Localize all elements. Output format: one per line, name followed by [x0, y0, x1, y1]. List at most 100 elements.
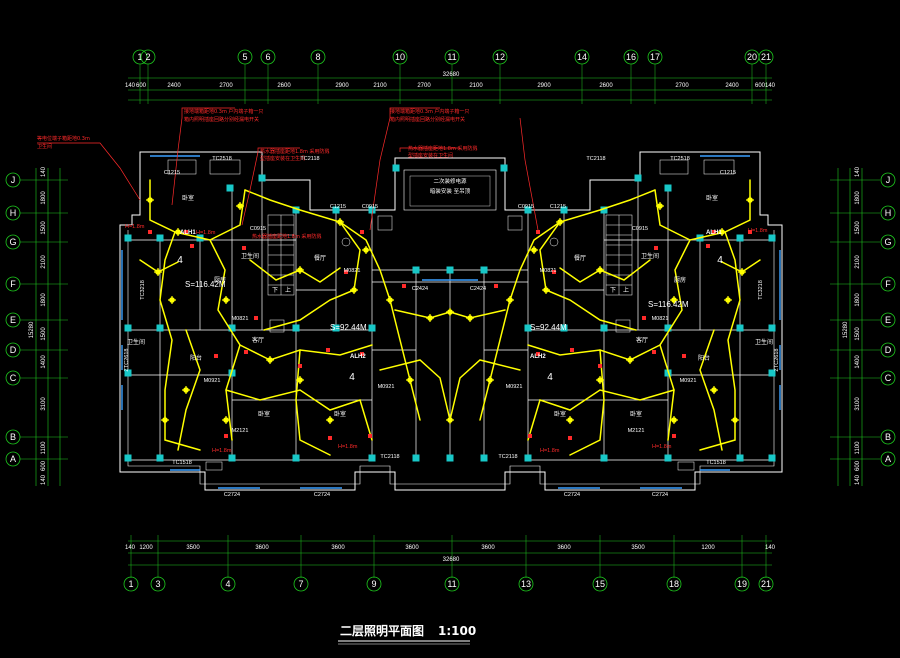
column-31 [664, 184, 672, 192]
bottom-axis-label-10: 21 [761, 579, 771, 589]
lamp-21 [724, 296, 732, 304]
code-m0921-l: M0921 [378, 384, 395, 390]
panel-right-alh1: ALH1 [706, 230, 722, 236]
drawing-title-text: 二层照明平面图 [340, 623, 424, 638]
top-axis-circle-5 [392, 49, 408, 65]
area-right-inner: S=92.44M [530, 323, 567, 332]
switch-30 [402, 284, 406, 288]
switch-29 [748, 230, 752, 234]
room-labels-right: 卧室 厨房 卫生间 餐厅 客厅 卧室 卧室 卫生间 阳台 [554, 194, 773, 418]
column-0 [124, 234, 132, 242]
right-axis-circle-2 [880, 234, 896, 250]
switch-6 [326, 348, 330, 352]
code-c2724-1: C2724 [224, 492, 240, 498]
column-26 [480, 454, 488, 462]
left-axis-label-1: H [10, 208, 17, 218]
right-dim-2: 1500 [855, 221, 861, 235]
drawing-title: 二层照明平面图 1:100 [338, 623, 476, 645]
bottom-axis-circle-3 [293, 576, 309, 592]
column-37 [600, 324, 608, 332]
note-top-center-a: 热水器插座距地1.8m 采用防溅 [408, 145, 477, 152]
left-dim-5: 1500 [41, 327, 47, 341]
lamp-39 [466, 314, 474, 322]
right-axis-label-1: H [885, 208, 892, 218]
top-dim-13: 600 [755, 83, 766, 89]
left-axis-label-0: J [11, 175, 16, 185]
stair-left-down: 下 [272, 287, 278, 294]
code-tc2118-l: TC2118 [300, 156, 319, 162]
code-tc2518-r: TC2518 [670, 156, 690, 162]
left-dim-4: 1800 [41, 293, 47, 307]
switch-19 [682, 354, 686, 358]
switch-24 [536, 230, 540, 234]
top-axis-label-1: 2 [145, 52, 150, 62]
bottom-dim-9: 1200 [701, 545, 715, 551]
switch-3 [244, 350, 248, 354]
left-axis-circle-0 [5, 172, 21, 188]
top-total: 32680 [443, 72, 460, 78]
right-axis-label-8: A [885, 454, 891, 464]
column-3 [226, 184, 234, 192]
right-dim-6: 1400 [855, 355, 861, 369]
bottom-axis-label-0: 1 [128, 579, 133, 589]
switch-5 [298, 364, 302, 368]
top-axis-label-10: 17 [650, 52, 660, 62]
lamp-2 [236, 202, 244, 210]
bottom-axis-circle-9 [734, 576, 750, 592]
switch-2 [254, 316, 258, 320]
bottom-axis-circle-7 [592, 576, 608, 592]
top-axis-circle-7 [492, 49, 508, 65]
code-m0821-r2: M0821 [540, 268, 557, 274]
lamp-20 [656, 202, 664, 210]
bottom-axis-label-4: 9 [371, 579, 376, 589]
column-36 [560, 324, 568, 332]
column-48 [392, 164, 400, 172]
switch-23 [552, 270, 556, 274]
lamp-37 [446, 416, 454, 424]
room-left-0: 卧室 [182, 194, 194, 202]
note-far-left-b: 卫生间 [37, 143, 52, 150]
area-labels: S=116.42M S=92.44M S=92.44M S=116.42M 4 … [177, 255, 723, 383]
bottom-total: 32680 [443, 557, 460, 563]
distribution-panels: ALH1 ALH2 ALH2 ALH1 [180, 230, 722, 360]
bottom-axis-label-8: 18 [669, 579, 679, 589]
column-14 [412, 266, 420, 274]
right-axis-label-4: E [885, 315, 891, 325]
left-axis-circle-5 [5, 342, 21, 358]
left-dim-3: 2100 [41, 255, 47, 269]
left-axis-label-7: B [10, 432, 16, 442]
switch-13 [190, 244, 194, 248]
code-m0821-l2: M0821 [344, 268, 361, 274]
column-4 [258, 174, 266, 182]
top-dimension-texts: 140 600 2400 2700 2600 2900 2100 2700 21… [125, 72, 776, 89]
top-axis-label-2: 5 [242, 52, 247, 62]
lamp-17 [154, 268, 162, 276]
code-m2121-l: M2121 [232, 428, 249, 434]
bottom-axis-circle-5 [444, 576, 460, 592]
lamp-30 [506, 296, 514, 304]
top-dim-8: 2100 [469, 83, 483, 89]
note-center-box-a: 二次装修电源 [433, 177, 467, 185]
top-axis-label-7: 12 [495, 52, 505, 62]
bottom-axis-label-2: 4 [225, 579, 230, 589]
column-45 [664, 454, 672, 462]
top-dim-1: 600 [136, 83, 147, 89]
bottom-axis-label-9: 19 [737, 579, 747, 589]
column-21 [228, 454, 236, 462]
right-axis-circle-0 [880, 172, 896, 188]
lamp-24 [670, 416, 678, 424]
switch-28 [706, 244, 710, 248]
note-top-mid-a: 热水器插座距地1.8m 采用防溅 [260, 148, 329, 155]
left-axis-label-4: E [10, 315, 16, 325]
lamp-15 [350, 286, 358, 294]
code-m2121-r: M2121 [628, 428, 645, 434]
column-39 [736, 324, 744, 332]
code-m0921-r: M0921 [506, 384, 523, 390]
lamp-26 [566, 416, 574, 424]
column-49 [500, 164, 508, 172]
h-label-2: H=1.8m [338, 444, 358, 450]
column-13 [368, 324, 376, 332]
